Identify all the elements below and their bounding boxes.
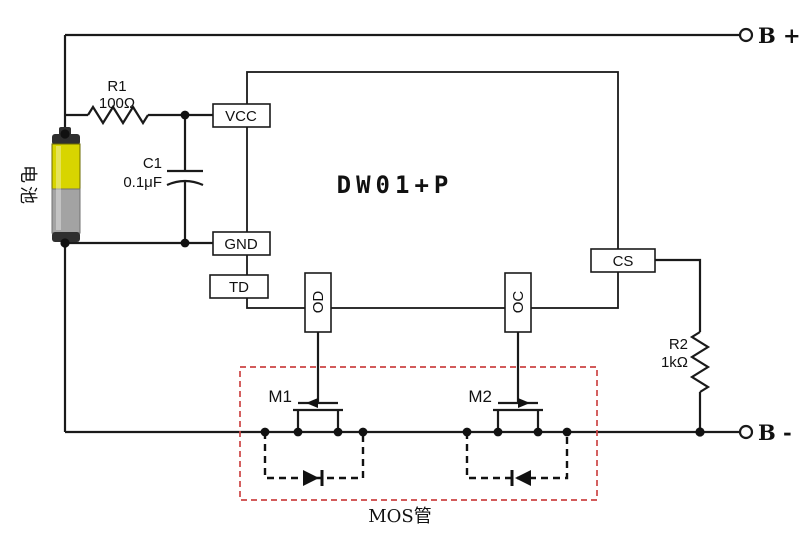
pin-td-box [209, 274, 269, 299]
junction-c1-top [180, 110, 190, 120]
terminal-b-minus-label: B - [758, 420, 792, 445]
junction-r2-bottom [695, 427, 705, 437]
mosfet-m1-body-diode-loop [263, 432, 365, 480]
mosfet-m2-label: M2 [468, 387, 492, 406]
pin-oc: OC [504, 272, 532, 333]
terminal-b-plus: B + [738, 23, 801, 48]
battery: 电池 [17, 127, 81, 242]
junction-m2-loop-right [562, 427, 572, 437]
junction-m1-loop-left [260, 427, 270, 437]
mos-group-box [239, 366, 598, 501]
battery-label: 电池 [17, 165, 38, 207]
battery-body-bottom [51, 188, 81, 234]
mos-group-label: MOS管 [368, 506, 432, 527]
pin-cs-box [590, 248, 656, 273]
resistor-r1-value: 100Ω [99, 95, 135, 112]
junction-battery-bottom [60, 238, 70, 248]
capacitor-c1-value: 0.1μF [123, 174, 162, 191]
pin-vcc: VCC [212, 103, 271, 128]
mosfet-m2-body-diode-loop [465, 432, 569, 480]
ic-dw01p: DW01+P VCC GND TD OD OC CS [209, 71, 656, 333]
pin-gnd-label: GND [224, 236, 258, 253]
wires [63, 33, 740, 434]
pin-gnd: GND [212, 231, 271, 256]
pin-td-label: TD [229, 279, 249, 296]
pin-od-box [304, 272, 332, 333]
pin-gnd-box [212, 231, 271, 256]
mosfet-m2: M2 [465, 387, 569, 486]
resistor-r1-zigzag [87, 104, 149, 126]
mosfet-m1-diode-arrow [303, 470, 319, 486]
mosfet-m1: M1 [263, 387, 365, 486]
junction-m2-drain [493, 427, 503, 437]
terminal-b-plus-label: B + [758, 23, 801, 48]
pin-cs: CS [590, 248, 656, 273]
junction-c1-bottom [180, 238, 190, 248]
mosfet-m1-label: M1 [268, 387, 292, 406]
capacitor-c1: C1 0.1μF [123, 155, 204, 191]
mosfet-m1-arrow [306, 398, 318, 408]
battery-highlight [56, 146, 61, 230]
battery-body-top [51, 143, 81, 190]
mosfet-m2-diode-arrow [515, 470, 531, 486]
pin-td: TD [209, 274, 269, 299]
junction-m1-drain [333, 427, 343, 437]
wire-cs-r2 [655, 258, 702, 332]
junction-dots [60, 110, 705, 437]
junction-battery-top [60, 129, 70, 139]
battery-top-cap [52, 134, 80, 145]
battery-bottom-cap [52, 232, 80, 242]
terminal-b-minus: B - [738, 420, 792, 445]
pin-oc-label: OC [510, 291, 527, 314]
mos-group: MOS管 [239, 366, 598, 527]
junction-m1-source [293, 427, 303, 437]
mosfet-m2-arrow [518, 398, 530, 408]
pin-oc-box [504, 272, 532, 333]
capacitor-c1-plate-bottom [166, 179, 204, 187]
resistor-r2-zigzag [689, 331, 711, 393]
pin-od-label: OD [310, 291, 327, 314]
resistor-r1: R1 100Ω [87, 78, 149, 126]
junction-m2-loop-left [462, 427, 472, 437]
junction-m2-source [533, 427, 543, 437]
terminal-b-plus-node [738, 27, 754, 43]
pin-vcc-label: VCC [225, 108, 257, 125]
pin-cs-label: CS [613, 253, 634, 270]
resistor-r1-name: R1 [107, 78, 126, 95]
pin-vcc-box [212, 103, 271, 128]
resistor-r2-name: R2 [669, 336, 688, 353]
resistor-r2: R2 1kΩ [661, 331, 711, 393]
ic-name: DW01+P [337, 171, 454, 199]
terminal-b-minus-node [738, 424, 754, 440]
ic-body [246, 71, 619, 309]
junction-m1-loop-right [358, 427, 368, 437]
capacitor-c1-name: C1 [143, 155, 162, 172]
pin-od: OD [304, 272, 332, 333]
resistor-r2-value: 1kΩ [661, 354, 688, 371]
